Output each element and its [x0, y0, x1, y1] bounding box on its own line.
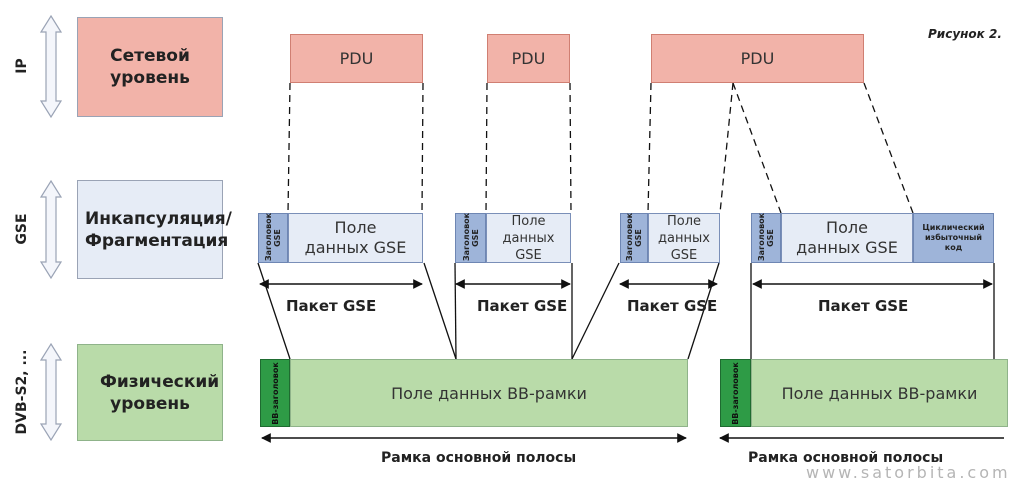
- gse-data-label: Поле данных GSE: [796, 218, 898, 257]
- ip-layer-double-arrow: [39, 14, 63, 119]
- pdu-box-1: PDU: [290, 34, 423, 83]
- physical-layer-box: Физический уровень: [77, 344, 223, 441]
- gse-to-bb-lines: [257, 262, 995, 360]
- pdu-label: PDU: [339, 49, 374, 68]
- pdu-mapping-dashed-lines: [287, 82, 914, 214]
- gse-data-field-1: Поле данных GSE: [288, 213, 423, 263]
- bb-header-1: BB-заголовок: [260, 359, 290, 427]
- gse-header-label: Заголовок GSE: [264, 212, 282, 261]
- baseband-frame-label-2: Рамка основной полосы: [748, 450, 944, 466]
- gse-header-1: Заголовок GSE: [258, 213, 288, 263]
- bb-data-field-2: Поле данных BB-рамки: [751, 359, 1008, 427]
- network-layer-box: Сетевой уровень: [77, 17, 223, 117]
- pdu-label: PDU: [511, 49, 546, 68]
- gse-packet-label-2: Пакет GSE: [477, 297, 568, 315]
- gse-header-3: Заголовок GSE: [620, 213, 648, 263]
- bb-header-label: BB-заголовок: [731, 361, 740, 425]
- bb-data-field-1: Поле данных BB-рамки: [290, 359, 688, 427]
- gse-packet-label-4: Пакет GSE: [818, 297, 909, 315]
- crc-label: Циклический избыточный код: [922, 223, 985, 252]
- watermark: www.satorbita.com: [806, 463, 1011, 482]
- gse-header-label: Заголовок GSE: [625, 212, 643, 261]
- bb-data-label: Поле данных BB-рамки: [781, 383, 978, 403]
- gse-data-field-2: Поле данных GSE: [486, 213, 571, 263]
- side-label-ip: IP: [14, 58, 30, 74]
- pdu-label: PDU: [740, 49, 775, 68]
- encapsulation-layer-box: Инкапсуляция/ Фрагментация: [77, 180, 232, 279]
- gse-header-4: Заголовок GSE: [751, 213, 781, 263]
- figure-label: Рисунок 2.: [928, 27, 1002, 41]
- gse-header-label: Заголовок GSE: [757, 212, 775, 261]
- side-label-gse: GSE: [14, 213, 30, 245]
- physical-layer-double-arrow: [39, 342, 63, 442]
- gse-packet-label-3: Пакет GSE: [627, 297, 718, 315]
- bb-header-label: BB-заголовок: [270, 361, 280, 425]
- gse-layer-double-arrow: [39, 179, 63, 280]
- encapsulation-layer-label: Инкапсуляция/ Фрагментация: [85, 208, 232, 251]
- gse-data-label: Поле данных GSE: [502, 213, 555, 263]
- pdu-box-3: PDU: [651, 34, 864, 83]
- bb-header-2: BB-заголовок: [720, 359, 751, 427]
- gse-data-label: Поле данных GSE: [658, 213, 710, 263]
- gse-packet-label-1: Пакет GSE: [286, 297, 377, 315]
- gse-data-field-3: Поле данных GSE: [648, 213, 720, 263]
- gse-data-label: Поле данных GSE: [304, 218, 407, 257]
- bb-data-label: Поле данных BB-рамки: [391, 383, 587, 403]
- gse-header-label: Заголовок GSE: [461, 212, 480, 261]
- baseband-frame-label-1: Рамка основной полосы: [381, 450, 577, 466]
- gse-data-field-4: Поле данных GSE: [781, 213, 913, 263]
- pdu-box-2: PDU: [487, 34, 570, 83]
- gse-header-2: Заголовок GSE: [455, 213, 486, 263]
- physical-layer-label: Физический уровень: [100, 371, 220, 414]
- side-label-dvb: DVB-S2, ...: [14, 349, 30, 435]
- crc-box: Циклический избыточный код: [913, 213, 994, 263]
- network-layer-label: Сетевой уровень: [110, 46, 190, 88]
